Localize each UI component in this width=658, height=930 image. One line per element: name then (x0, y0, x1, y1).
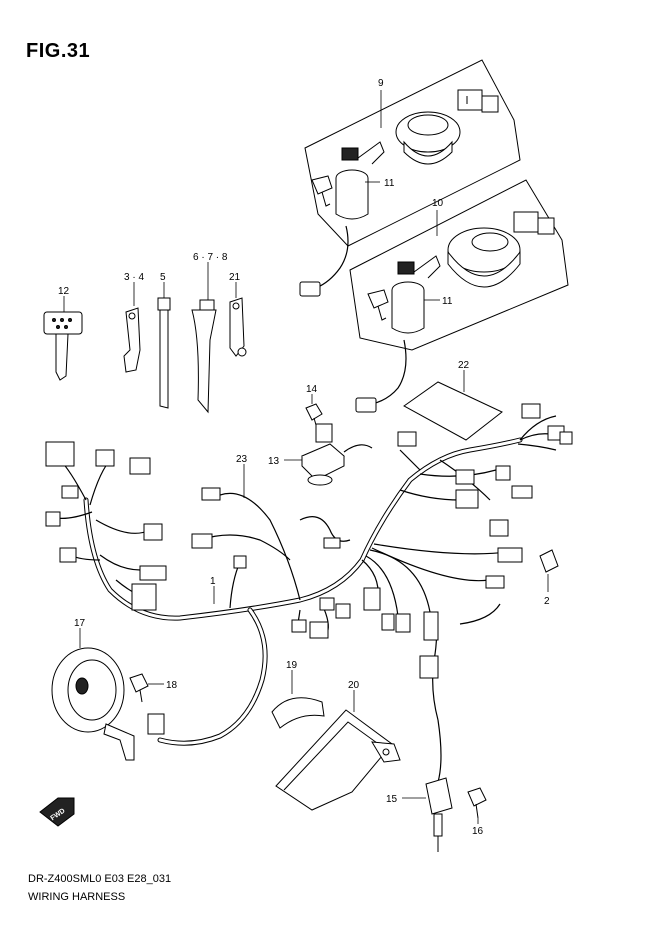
callout-11a: 11 (384, 178, 395, 189)
fuse-2 (539, 549, 559, 592)
main-wiring-harness-1 (55, 415, 561, 746)
callout-17: 17 (74, 618, 86, 629)
cable-tie-5 (157, 282, 171, 409)
harness-connectors-right (363, 403, 573, 679)
bolt-16 (467, 787, 487, 824)
bolt-18 (129, 673, 164, 703)
footer-diagram-code: DR-Z400SML0 E03 E28_031 (28, 873, 172, 885)
key-blank-12 (43, 296, 83, 381)
callout-23: 23 (236, 454, 248, 465)
fwd-direction-arrow: FWD (39, 797, 75, 827)
label-sticker-22 (403, 370, 503, 441)
callout-6-7-8: 6 · 7 · 8 (193, 252, 228, 263)
callout-19: 19 (286, 660, 298, 671)
figure-title: FIG.31 (26, 40, 91, 62)
harness-connectors-left (45, 441, 167, 611)
callout-9: 9 (378, 78, 384, 89)
horn-17 (51, 628, 135, 761)
callout-14: 14 (306, 384, 318, 395)
callout-12: 12 (58, 286, 70, 297)
callout-2: 2 (544, 596, 550, 607)
bracket-20 (275, 690, 401, 811)
cover-19 (271, 670, 325, 729)
callout-21: 21 (229, 272, 241, 283)
callout-1: 1 (210, 576, 216, 587)
callout-3-4: 3 · 4 (124, 272, 144, 283)
callout-5: 5 (160, 272, 166, 283)
lock-set-kit-10 (349, 179, 569, 413)
callout-15: 15 (386, 794, 398, 805)
callout-18: 18 (166, 680, 178, 691)
switch-15 (402, 719, 453, 852)
clamp-3-4 (123, 282, 141, 373)
clip-21 (229, 282, 247, 357)
footer-diagram-name: WIRING HARNESS (28, 891, 126, 903)
cable-tie-6-7-8 (191, 262, 217, 414)
relay-13 (284, 423, 373, 486)
harness-connectors-middle (191, 487, 351, 639)
callout-11b: 11 (442, 296, 453, 307)
callout-20: 20 (348, 680, 360, 691)
callout-10: 10 (432, 198, 444, 209)
callout-16: 16 (472, 826, 484, 837)
lock-set-kit-9 (299, 59, 521, 297)
horn-connector (147, 713, 165, 735)
callout-13: 13 (268, 456, 280, 467)
callout-22: 22 (458, 360, 470, 371)
